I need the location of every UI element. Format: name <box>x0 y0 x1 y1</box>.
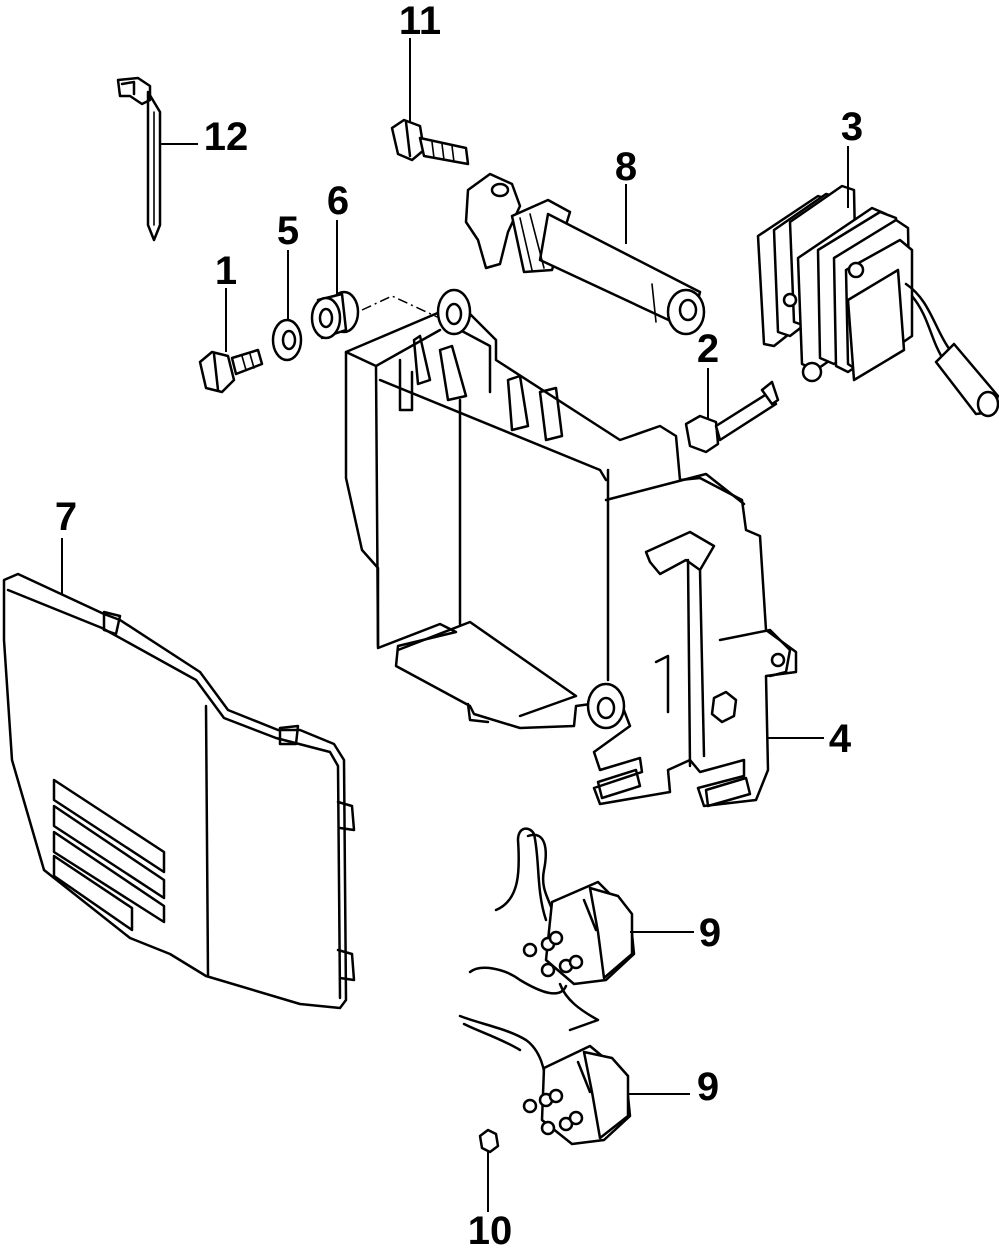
part-9-relay-lower <box>458 1014 632 1146</box>
leader-lines <box>61 38 849 1212</box>
callout-2: 2 <box>697 327 719 371</box>
part-6-grommet <box>310 290 360 340</box>
callout-8: 8 <box>615 145 637 189</box>
callout-12: 12 <box>204 115 249 159</box>
assembly-line <box>361 295 449 323</box>
part-1-bolt <box>198 348 264 394</box>
callout-4: 4 <box>829 717 852 761</box>
part-7-cover <box>2 572 356 1010</box>
part-4-bracket <box>344 288 798 808</box>
callout-9a: 9 <box>699 911 721 955</box>
part-10-cap <box>478 1128 500 1154</box>
part-3-igniter-module <box>756 184 999 418</box>
callout-9b: 9 <box>697 1065 719 1109</box>
part-9-relay-upper <box>468 827 636 1032</box>
callout-1: 1 <box>215 249 237 293</box>
callout-6: 6 <box>327 179 349 223</box>
part-2-bolt <box>684 380 780 454</box>
callout-5: 5 <box>277 209 299 253</box>
callout-3: 3 <box>841 105 863 149</box>
part-12-wire-tie <box>116 76 162 242</box>
part-8-ignition-coil <box>464 172 706 336</box>
callout-11: 11 <box>399 0 441 43</box>
callout-7: 7 <box>55 495 77 539</box>
part-11-bolt <box>390 118 470 166</box>
part-5-washer <box>271 318 303 362</box>
callout-10: 10 <box>468 1209 513 1248</box>
